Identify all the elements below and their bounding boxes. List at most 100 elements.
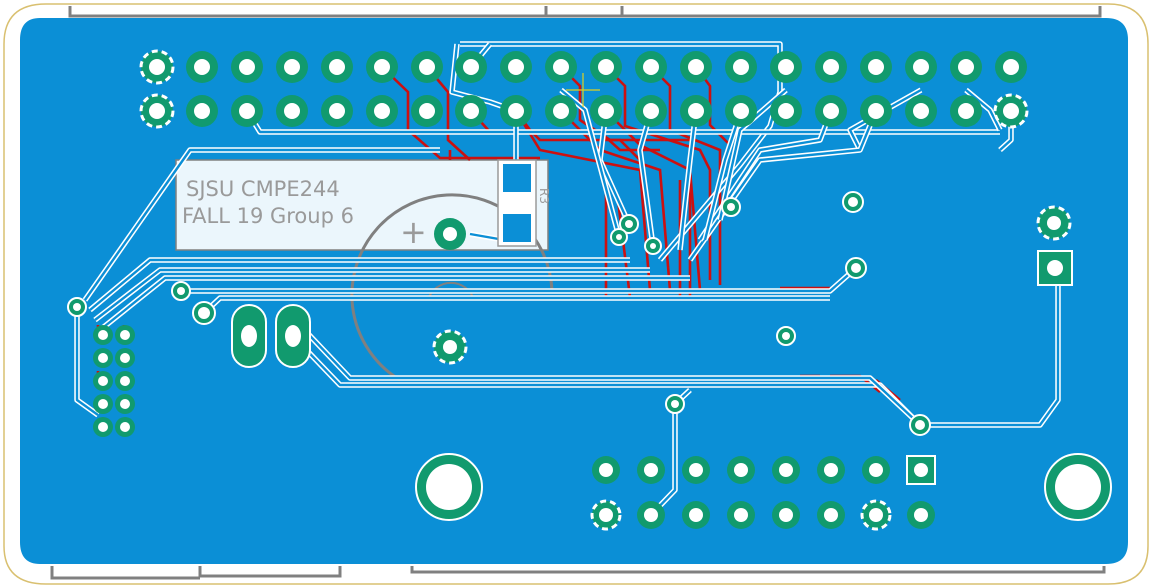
connector-2x8 (590, 455, 936, 531)
oval-pads (231, 304, 311, 368)
connector-pin (862, 456, 890, 484)
header-pin (725, 51, 757, 83)
header-pin (455, 95, 487, 127)
header-pin (455, 51, 487, 83)
via-hole (625, 220, 633, 228)
header-pin (321, 51, 353, 83)
connector-pin (727, 501, 755, 529)
jtag-pin (93, 348, 113, 368)
connector-pin (772, 501, 800, 529)
polarity-plus: + (400, 213, 427, 251)
jtag-pin (115, 348, 135, 368)
via-hole (782, 332, 790, 340)
jtag-header-6x2 (93, 325, 135, 437)
connector-pin (817, 456, 845, 484)
header-pin (500, 51, 532, 83)
header-pin (186, 51, 218, 83)
top-trace (181, 267, 857, 293)
header-pin (995, 51, 1027, 83)
connector-pin (637, 501, 665, 529)
top-trace (678, 110, 698, 251)
connector-pin (682, 501, 710, 529)
connector-pin (817, 501, 845, 529)
buzzer-outline (350, 193, 554, 382)
title-line-1: SJSU CMPE244 (186, 177, 340, 201)
bottom-trace (616, 199, 632, 298)
via-hole (915, 420, 925, 430)
jtag-pin (115, 371, 135, 391)
connector-pin (906, 455, 936, 485)
header-pin (276, 51, 308, 83)
header-pin (905, 95, 937, 127)
board-outline (3, 3, 1149, 585)
header-pin (725, 95, 757, 127)
connector-pin (592, 456, 620, 484)
via-hole (73, 303, 81, 311)
connector-pin (907, 501, 935, 529)
header-pin (276, 95, 308, 127)
header-pin (635, 51, 667, 83)
title-line-2: FALL 19 Group 6 (182, 204, 354, 228)
jtag-pin (93, 325, 113, 345)
header-pin (635, 95, 667, 127)
header-pin (366, 51, 398, 83)
header-pin (321, 95, 353, 127)
resistor-r3 (497, 159, 537, 247)
gpio-header-40pin (139, 49, 1029, 129)
header-pin (411, 51, 443, 83)
jtag-pin (115, 394, 135, 414)
top-trace (560, 89, 621, 238)
header-pin (770, 51, 802, 83)
connector-pin (727, 456, 755, 484)
header-pin (411, 95, 443, 127)
via-hole (177, 287, 185, 295)
header-pin (590, 51, 622, 83)
header-pin (590, 95, 622, 127)
header-pin (680, 51, 712, 83)
top-trace (75, 307, 99, 416)
header-pin (815, 95, 847, 127)
buzzer-pads (432, 218, 468, 365)
top-trace (84, 148, 440, 301)
top-trace (703, 110, 743, 241)
header-pin (545, 51, 577, 83)
mechanical-edges (50, 6, 1106, 580)
connector-pin (772, 456, 800, 484)
via-hole (727, 203, 735, 211)
header-pin (680, 95, 712, 127)
top-trace (89, 258, 630, 311)
header-pin (545, 95, 577, 127)
ref-r3: R3 (537, 188, 551, 204)
vias (67, 191, 931, 436)
origin-marker (566, 73, 600, 107)
header-pin (950, 51, 982, 83)
via-hole (848, 197, 858, 207)
top-trace (848, 88, 922, 151)
header-pin (950, 95, 982, 127)
top-trace (718, 89, 787, 221)
connector-pin (590, 499, 622, 531)
header-pin (993, 93, 1029, 129)
header-pin (860, 95, 892, 127)
jtag-pin (93, 371, 113, 391)
via-hole (198, 307, 210, 319)
header-pin (139, 93, 175, 129)
jtag-pin (115, 325, 135, 345)
header-pin (231, 51, 263, 83)
connector-pin (637, 456, 665, 484)
top-trace (99, 276, 690, 331)
header-pin (500, 95, 532, 127)
header-pin (231, 95, 263, 127)
top-trace (965, 89, 1002, 131)
header-pin (905, 51, 937, 83)
bottom-trace (605, 66, 712, 280)
mounting-holes (415, 453, 1112, 521)
connector-pin (682, 456, 710, 484)
via-hole (650, 243, 656, 249)
header-pin (186, 95, 218, 127)
header-pin (860, 51, 892, 83)
via-hole (671, 400, 679, 408)
connector-pin (860, 499, 892, 531)
via-hole (616, 234, 622, 240)
